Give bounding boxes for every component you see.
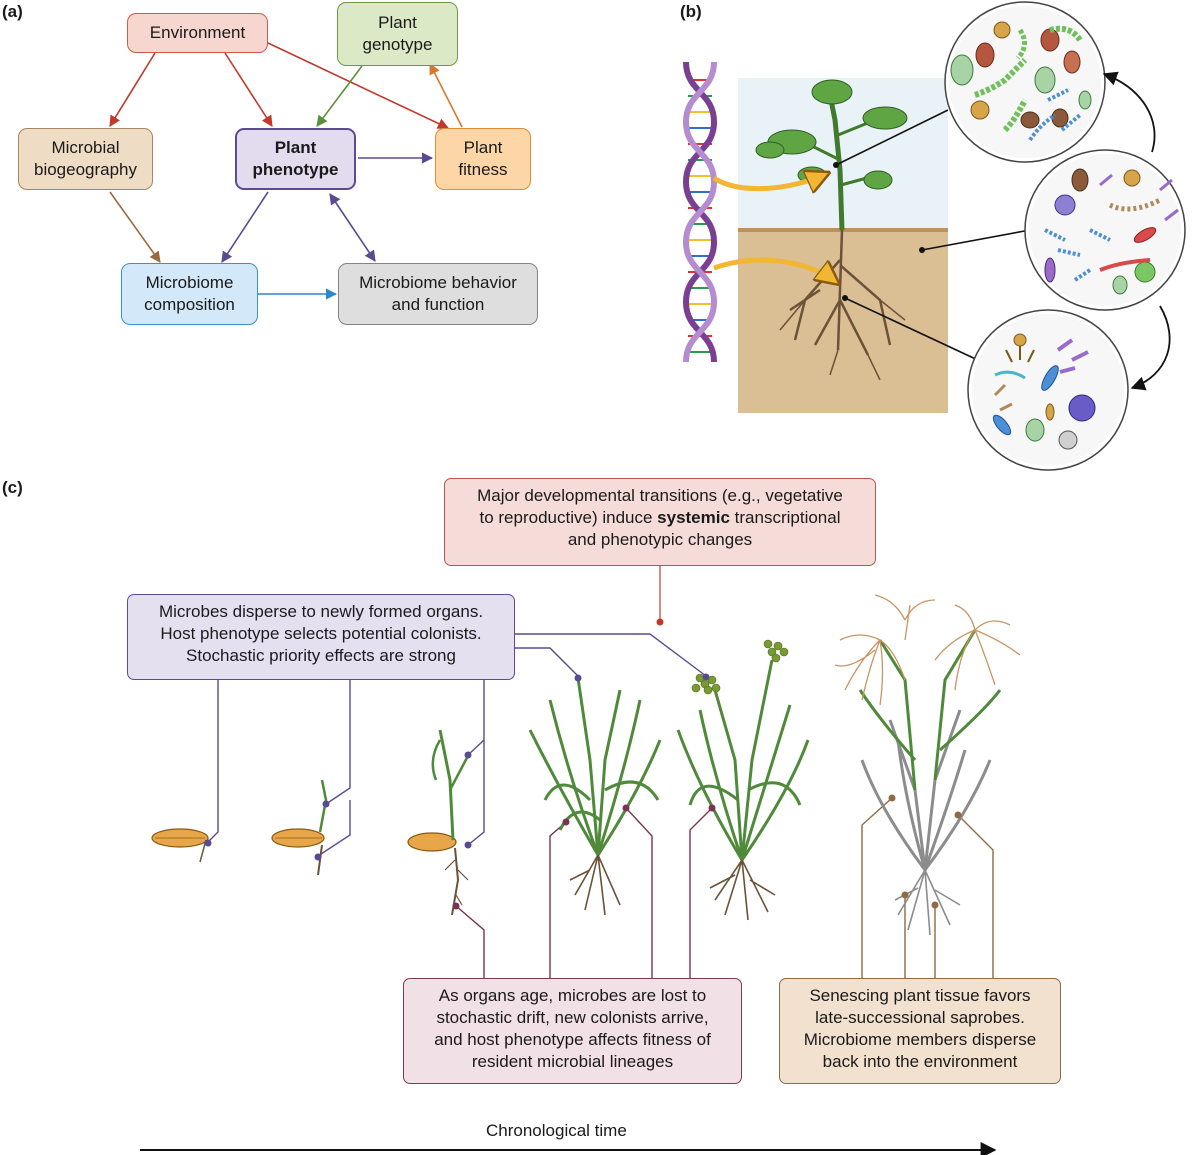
- node-microbiome-composition: Microbiome composition: [121, 263, 258, 325]
- arrow-env-to-biogeography: [109, 52, 156, 127]
- soil-background: [738, 228, 948, 413]
- soil-to-leaf-arrow: [1102, 71, 1156, 153]
- root-microbiome-circle: [967, 309, 1129, 471]
- node-plant-fitness: Plant fitness: [435, 128, 531, 190]
- node-behavior-line2: and function: [391, 295, 485, 314]
- connector-aging-veg1: [549, 821, 567, 978]
- arrow-phenotype-behavior-bidirectional: [329, 193, 376, 262]
- connector-disperse-germinating-2: [317, 800, 351, 857]
- soil-microbiome-circle: [1024, 149, 1186, 311]
- aging-line4: resident microbial lineages: [471, 1052, 674, 1071]
- node-plant-phenotype-line1: Plant: [274, 138, 317, 157]
- panel-b-illustration: [682, 1, 1186, 471]
- disperse-line2: Host phenotype selects potential colonis…: [160, 624, 482, 643]
- aging-line1: As organs age, microbes are lost to: [438, 986, 707, 1005]
- connector-disperse-seed: [207, 680, 219, 843]
- panel-label-b: (b): [680, 2, 702, 21]
- node-plant-genotype-line1: Plant: [378, 13, 417, 32]
- node-environment: Environment: [127, 13, 268, 53]
- node-microbiome-behavior-function: Microbiome behavior and function: [338, 263, 538, 325]
- connector-senesce-1: [861, 797, 893, 978]
- arrow-genotype-to-phenotype: [316, 65, 363, 127]
- connector-disperse-vegetative: [515, 647, 579, 677]
- root-leader-line: [844, 297, 983, 363]
- vegetative-plant-stage-4: [528, 674, 662, 916]
- connector-aging-veg2: [625, 807, 653, 978]
- senescing-line3: Microbiome members disperse: [803, 1030, 1037, 1049]
- node-plant-genotype-line2: genotype: [362, 35, 433, 54]
- disperse-line3: Stochastic priority effects are strong: [186, 646, 456, 665]
- dna-to-root-arrow: [713, 257, 836, 282]
- disperse-line1: Microbes disperse to newly formed organs…: [158, 602, 484, 621]
- transitions-line2: to reproductive) induce systemic transcr…: [455, 507, 865, 529]
- senescing-line2: late-successional saprobes.: [815, 1008, 1025, 1027]
- seed-stage-1: [151, 828, 212, 863]
- node-microbial-biogeography: Microbial biogeography: [18, 128, 153, 190]
- connector-disperse-germinating: [325, 680, 351, 805]
- seedling-stage-3: [407, 729, 472, 916]
- leaf-microbiome-circle: [944, 1, 1106, 163]
- node-biogeography-line2: biogeography: [33, 160, 138, 179]
- leaf-leader-line: [835, 109, 949, 166]
- transitions-line2-pre: to reproductive) induce: [479, 508, 658, 527]
- node-plant-fitness-line1: Plant: [463, 138, 503, 157]
- connector-aging-root: [455, 905, 485, 978]
- connector-disperse-seedling: [467, 680, 485, 846]
- soil-to-root-arrow: [1130, 305, 1171, 391]
- organs-age-box: As organs age, microbes are lost to stoc…: [403, 978, 742, 1084]
- arrow-biogeography-to-composition: [109, 191, 161, 263]
- arrow-fitness-to-genotype: [429, 63, 463, 128]
- panel-label-c: (c): [2, 478, 23, 497]
- arrow-phenotype-to-composition: [221, 191, 269, 263]
- connector-disperse-flowering: [515, 633, 707, 677]
- soil-leader-line: [921, 229, 1031, 251]
- connector-aging-flower: [689, 807, 713, 978]
- node-composition-line2: composition: [144, 295, 235, 314]
- node-plant-phenotype: Plant phenotype: [235, 128, 356, 190]
- developmental-transitions-box: Major developmental transitions (e.g., v…: [444, 478, 876, 566]
- node-plant-fitness-line2: fitness: [458, 160, 508, 179]
- transitions-line1: Major developmental transitions (e.g., v…: [477, 486, 843, 505]
- senescing-line1: Senescing plant tissue favors: [809, 986, 1031, 1005]
- seed-stage-2: [271, 779, 330, 876]
- microbes-disperse-box: Microbes disperse to newly formed organs…: [127, 594, 515, 680]
- senescing-line4: back into the environment: [822, 1052, 1018, 1071]
- arrow-env-to-fitness: [267, 42, 450, 129]
- connector-senesce-4: [957, 814, 994, 978]
- panel-c-illustration: [140, 566, 1021, 1155]
- node-biogeography-line1: Microbial: [51, 138, 120, 157]
- node-plant-genotype: Plant genotype: [337, 2, 458, 66]
- transitions-line2-post: transcriptional: [729, 508, 841, 527]
- senescing-tissue-box: Senescing plant tissue favors late-succe…: [779, 978, 1061, 1084]
- arrow-env-to-phenotype: [224, 52, 273, 127]
- transitions-line2-bold: systemic: [657, 508, 730, 527]
- node-environment-label: Environment: [149, 23, 246, 42]
- node-plant-phenotype-line2: phenotype: [252, 160, 339, 179]
- aging-line2: stochastic drift, new colonists arrive,: [436, 1008, 709, 1027]
- dna-helix-icon: [682, 61, 718, 363]
- aging-line3: and host phenotype affects fitness of: [434, 1030, 711, 1049]
- chronological-time-label: Chronological time: [486, 1121, 627, 1140]
- flowering-plant-stage-5: [676, 639, 810, 921]
- node-composition-line1: Microbiome: [145, 273, 234, 292]
- transitions-line3: and phenotypic changes: [567, 530, 753, 549]
- dna-to-shoot-arrow: [712, 174, 826, 189]
- node-behavior-line1: Microbiome behavior: [359, 273, 517, 292]
- senescent-plant-stage-6: [834, 594, 1021, 936]
- panel-label-a: (a): [2, 2, 23, 21]
